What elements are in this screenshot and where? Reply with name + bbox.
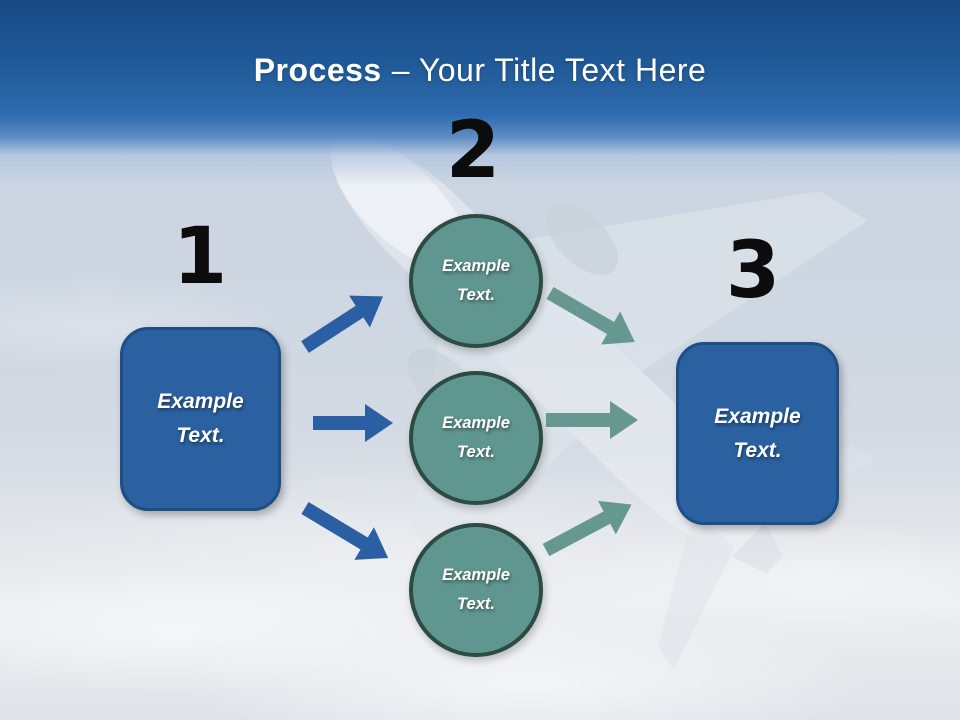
title-banner [0, 0, 960, 185]
step2-circle-3-label: Example Text. [442, 566, 510, 613]
slide-title-rest: – Your Title Text Here [391, 52, 707, 88]
arrow-circle3-to-box3-icon [542, 500, 632, 557]
arrow-circle1-to-box3-icon [546, 286, 635, 345]
arrow-circle2-to-box3-icon [546, 401, 638, 439]
airplane-tail-cone [732, 522, 783, 574]
step2-circle-3: Example Text. [409, 523, 543, 657]
step1-box: Example Text. [120, 327, 281, 511]
step2-circle-1-label: Example Text. [442, 257, 510, 304]
step2-circle-2: Example Text. [409, 371, 543, 505]
arrow-box1-to-circle1-icon [301, 295, 383, 353]
step-number-1: 1 [172, 212, 228, 302]
slide-title: Process– Your Title Text Here [0, 52, 960, 89]
slide-title-emphasis: Process [253, 52, 382, 88]
arrow-box1-to-circle2-icon [313, 404, 393, 442]
step1-box-label: Example Text. [157, 390, 244, 447]
step2-circle-1: Example Text. [409, 214, 543, 348]
step2-circle-2-label: Example Text. [442, 414, 510, 461]
arrow-box1-to-circle3-icon [301, 501, 389, 560]
airplane-right-engine [546, 204, 619, 275]
step-number-2: 2 [445, 106, 501, 196]
airplane-left-stabilizer [657, 508, 735, 670]
step3-box-label: Example Text. [714, 404, 801, 462]
step3-box: Example Text. [676, 342, 839, 525]
step-number-3: 3 [725, 226, 781, 316]
